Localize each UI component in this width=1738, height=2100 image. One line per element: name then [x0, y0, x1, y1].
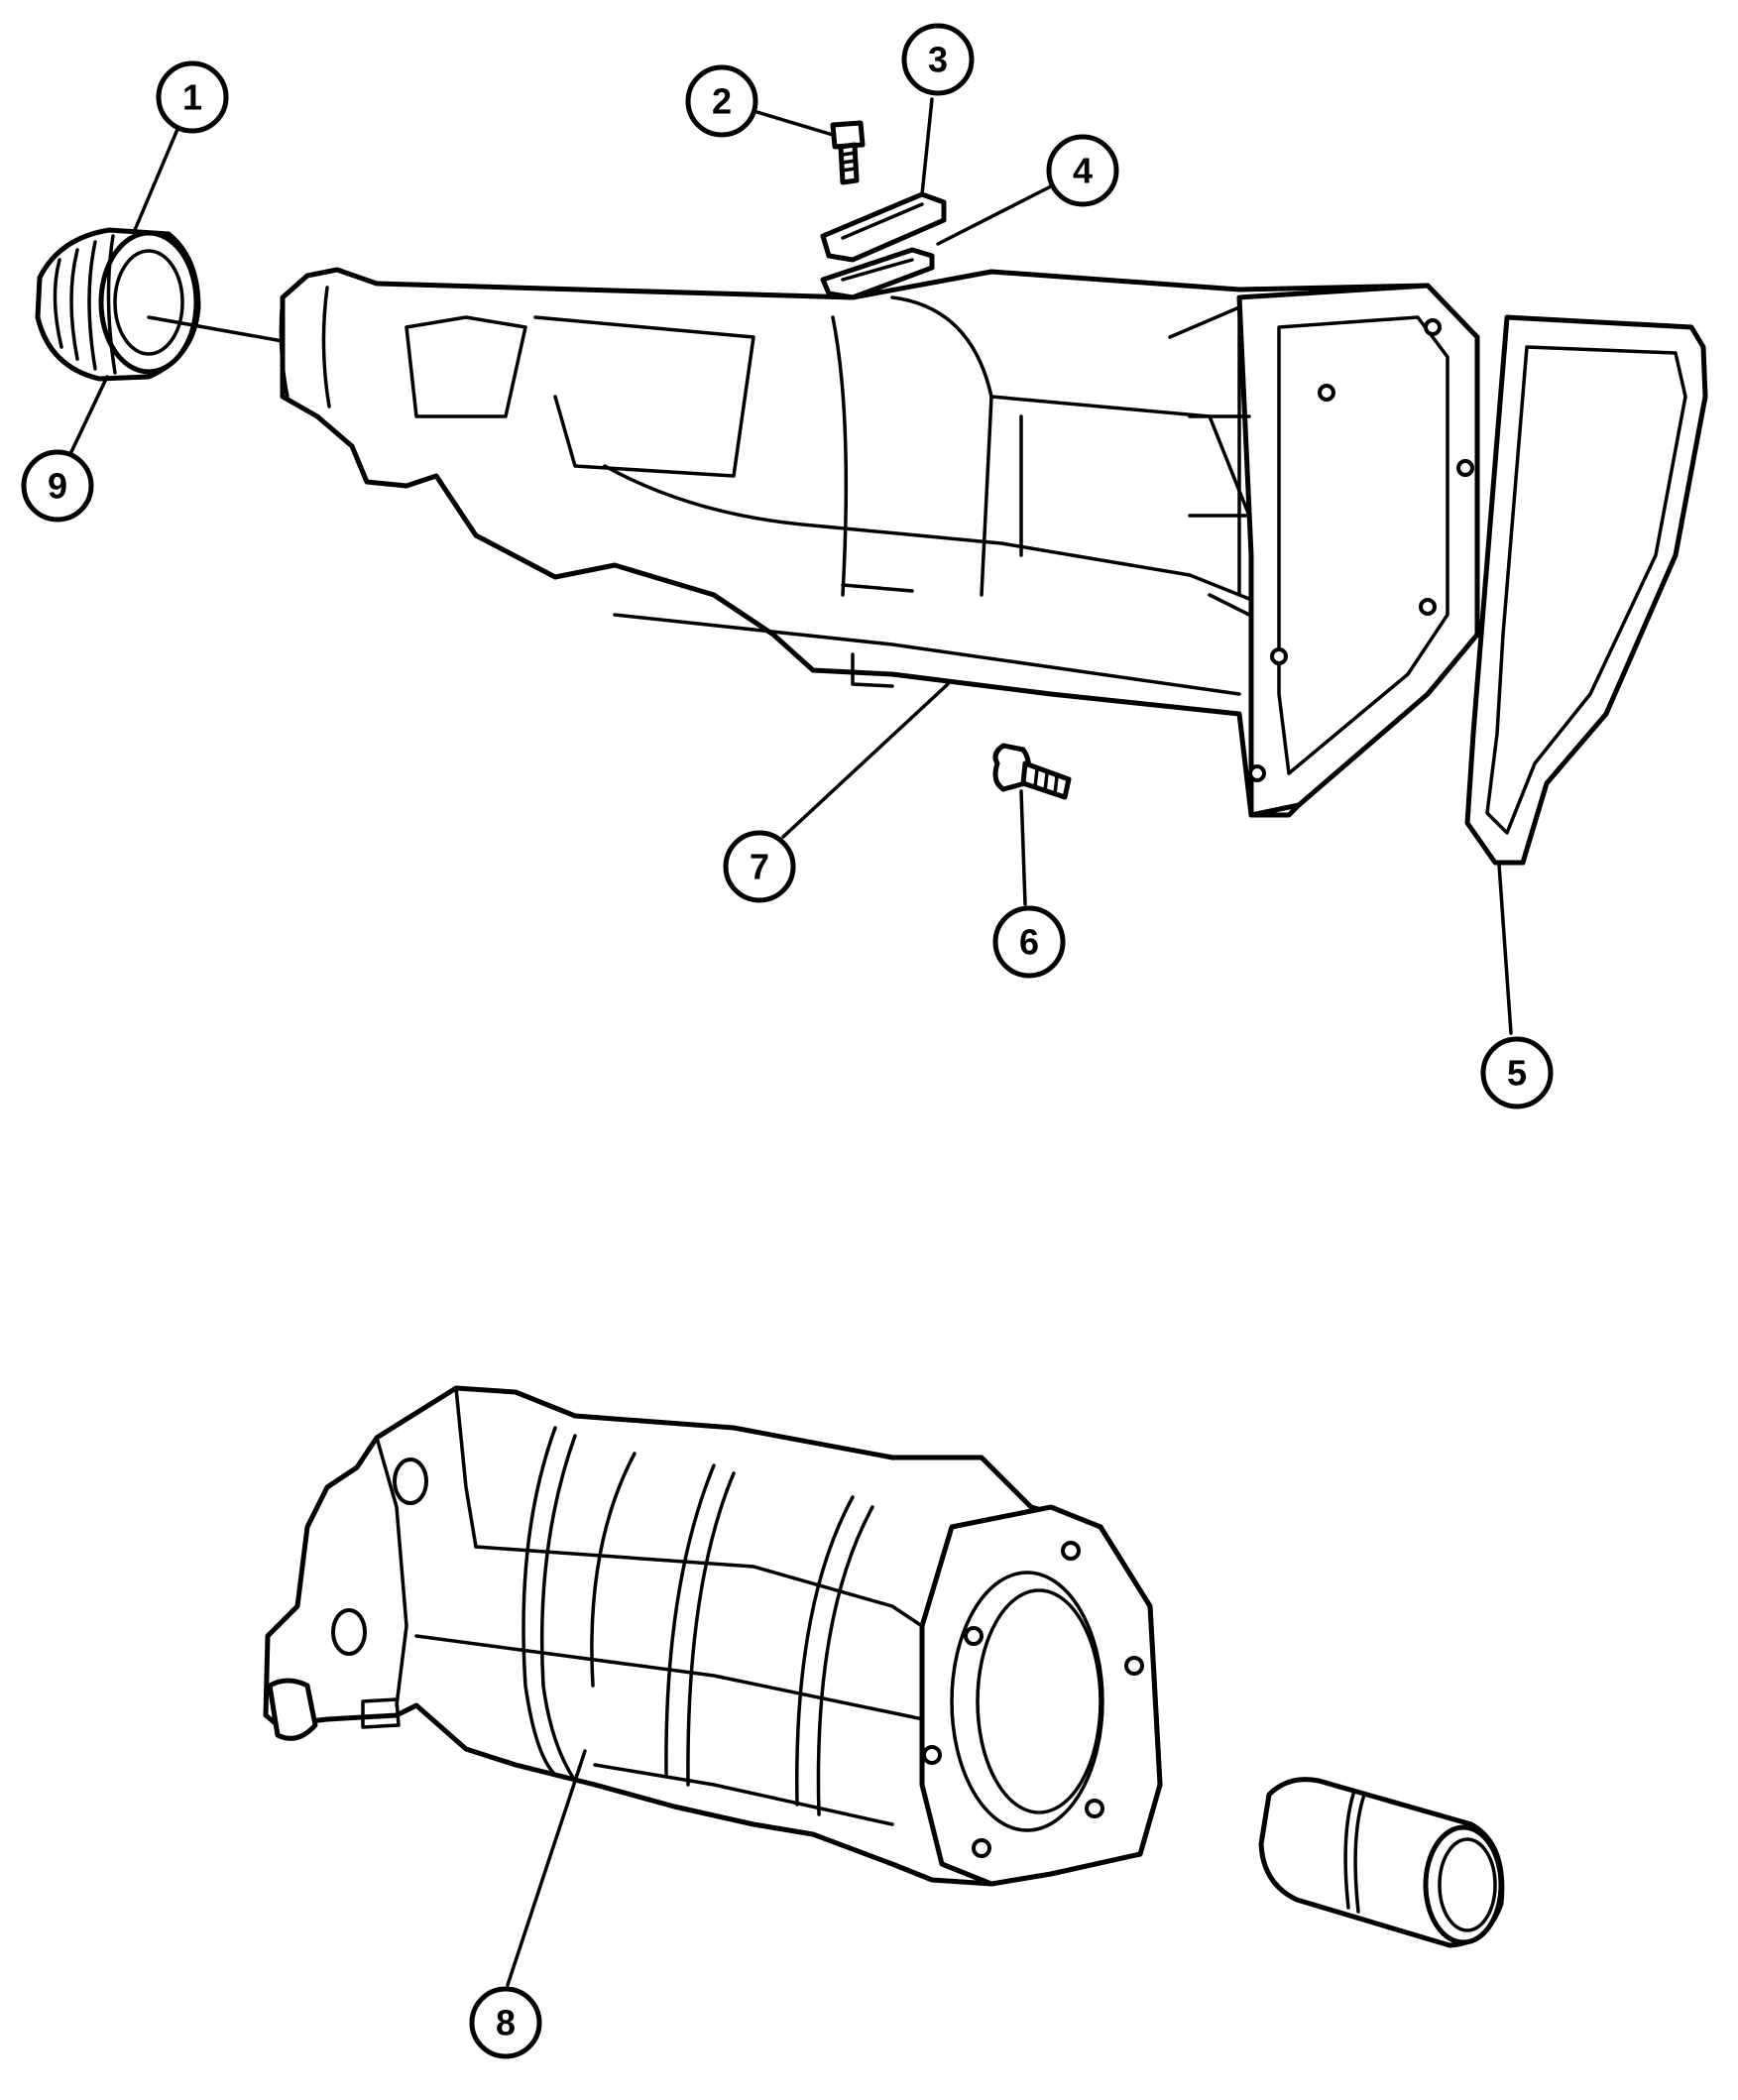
callout-5: 5: [1480, 1036, 1554, 1109]
callout-1-label: 1: [182, 77, 202, 118]
callout-1: 1: [156, 60, 229, 134]
callout-7-label: 7: [750, 847, 769, 887]
callout-8-label: 8: [496, 2003, 516, 2043]
callout-3-label: 3: [928, 40, 948, 80]
callout-3: 3: [901, 23, 975, 96]
leader-4: [936, 184, 1053, 246]
leader-1-shaft: [147, 315, 285, 343]
leader-lines: [67, 97, 1513, 1987]
callout-4: 4: [1046, 134, 1119, 207]
leader-5: [1497, 863, 1513, 1035]
leader-3: [920, 97, 934, 196]
leader-9: [67, 375, 109, 458]
transmission-case-part: [263, 1385, 1163, 1887]
leader-2: [752, 109, 835, 137]
callout-2-label: 2: [712, 81, 732, 122]
callout-4-label: 4: [1073, 151, 1093, 191]
callout-9-label: 9: [48, 466, 67, 507]
bolt-part-6: [992, 743, 1072, 800]
leader-8: [506, 1749, 587, 1987]
sleeve-part: [1258, 1777, 1505, 1948]
leader-7: [781, 682, 950, 839]
callout-5-label: 5: [1507, 1053, 1527, 1094]
callout-9: 9: [21, 449, 94, 523]
gasket-part: [1464, 314, 1708, 866]
leader-1: [133, 125, 180, 232]
callout-6: 6: [992, 905, 1066, 979]
bolt-part-2: [830, 120, 866, 185]
rear-seal-part: [35, 227, 201, 382]
callout-8: 8: [469, 1986, 542, 2059]
callout-2: 2: [685, 64, 758, 138]
callout-6-label: 6: [1019, 922, 1039, 963]
extension-housing-part: [279, 267, 1480, 818]
leader-6: [1019, 789, 1027, 906]
callout-7: 7: [723, 830, 796, 903]
